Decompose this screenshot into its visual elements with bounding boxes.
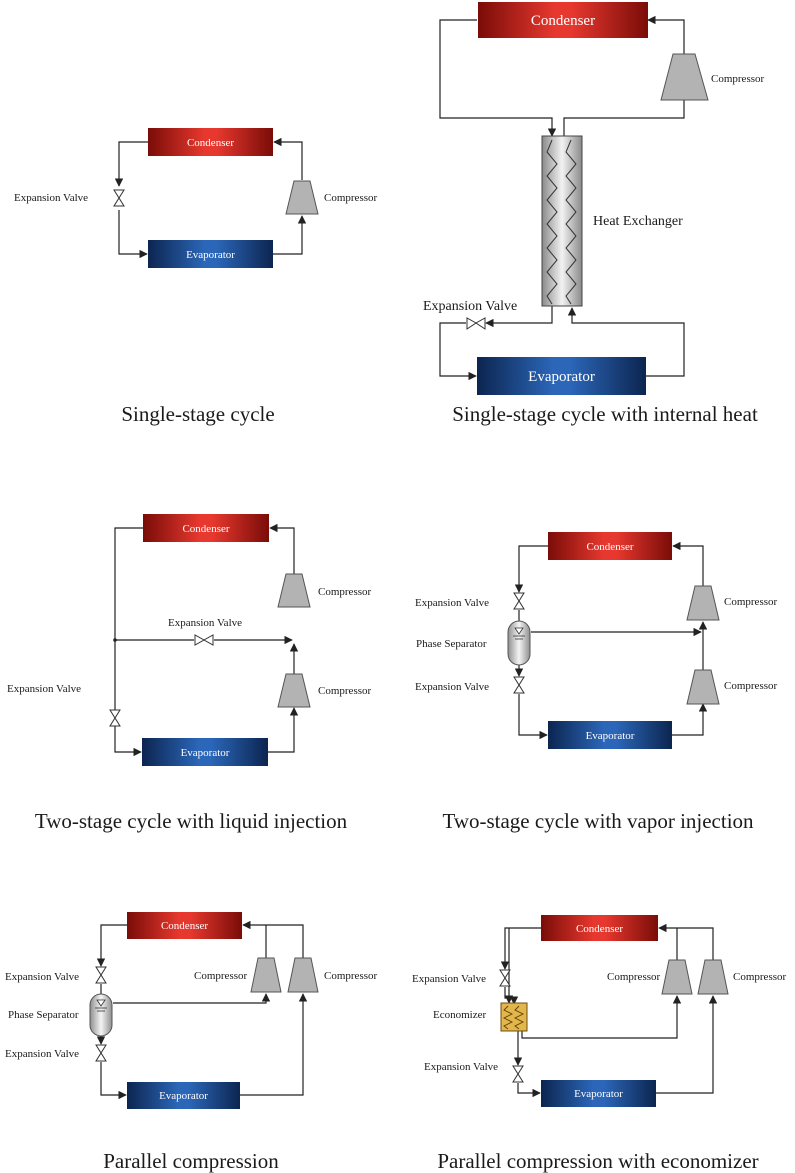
expansion-valve-label: Expansion Valve (14, 192, 88, 204)
heat-exchanger-icon (541, 135, 583, 307)
economizer-icon (500, 1002, 528, 1032)
condenser: Condenser (143, 514, 269, 542)
condenser-label: Condenser (187, 137, 234, 149)
evaporator: Evaporator (148, 240, 273, 268)
compressor-high-label: Compressor (318, 586, 372, 598)
expansion-valve-low-label: Expansion Valve (415, 681, 489, 693)
compressor-high-icon (686, 585, 720, 621)
evaporator-label: Evaporator (574, 1088, 623, 1100)
expansion-valve-main-label: Expansion Valve (7, 683, 81, 695)
condenser: Condenser (478, 2, 648, 38)
condenser-label: Condenser (161, 920, 208, 932)
condenser: Condenser (127, 912, 242, 939)
phase-separator-icon (507, 620, 531, 666)
expansion-valve-main-icon (109, 709, 121, 727)
condenser: Condenser (541, 915, 658, 941)
diagram-vapor-injection: Condenser Evaporator Compressor Compress… (415, 532, 778, 833)
caption-liquid-injection: Two-stage cycle with liquid injection (35, 809, 348, 833)
compressor-right-label: Compressor (733, 971, 787, 983)
compressor-left-label: Compressor (194, 970, 248, 982)
condenser-label: Condenser (576, 923, 623, 935)
evaporator: Evaporator (477, 357, 646, 395)
evaporator-label: Evaporator (181, 747, 230, 759)
evaporator-label: Evaporator (159, 1090, 208, 1102)
expansion-valve-high-icon (513, 592, 525, 610)
compressor-low-label: Compressor (724, 680, 778, 692)
expansion-valve-icon (466, 317, 486, 330)
evaporator: Evaporator (142, 738, 268, 766)
compressor-icon (285, 180, 319, 215)
caption-single-stage: Single-stage cycle (121, 402, 274, 426)
evaporator-label: Evaporator (528, 369, 595, 385)
diagram-liquid-injection: Condenser Evaporator Compressor Compress… (7, 514, 372, 833)
expansion-valve-high-label: Expansion Valve (5, 971, 79, 983)
caption-internal-heat: Single-stage cycle with internal heat (452, 402, 758, 426)
compressor-label: Compressor (711, 73, 765, 85)
expansion-valve-high-icon (95, 966, 107, 984)
compressor-left-icon (661, 959, 693, 995)
compressor-right-icon (287, 957, 319, 993)
phase-separator-label: Phase Separator (8, 1009, 79, 1021)
compressor-high-label: Compressor (724, 596, 778, 608)
evaporator: Evaporator (541, 1080, 656, 1107)
expansion-valve-low-label: Expansion Valve (5, 1048, 79, 1060)
compressor-low-icon (277, 673, 311, 708)
compressor-left-icon (250, 957, 282, 993)
phase-separator-label: Phase Separator (416, 638, 487, 650)
expansion-valve-low-icon (513, 676, 525, 694)
evaporator: Evaporator (127, 1082, 240, 1109)
diagram-parallel-economizer: Condenser Evaporator Compressor Compress… (412, 915, 787, 1173)
compressor-icon (660, 53, 709, 101)
expansion-valve-high-icon (499, 969, 511, 987)
expansion-valve-high-label: Expansion Valve (412, 973, 486, 985)
evaporator-label: Evaporator (586, 730, 635, 742)
caption-parallel-economizer: Parallel compression with economizer (437, 1149, 758, 1173)
compressor-low-label: Compressor (318, 685, 372, 697)
diagram-parallel-compression: Condenser Evaporator Compressor Compress… (5, 912, 378, 1173)
compressor-low-icon (686, 669, 720, 705)
expansion-valve-low-icon (512, 1065, 524, 1083)
evaporator-label: Evaporator (186, 249, 235, 261)
condenser-label: Condenser (531, 13, 595, 29)
evaporator: Evaporator (548, 721, 672, 749)
compressor-high-icon (277, 573, 311, 608)
compressor-label: Compressor (324, 192, 378, 204)
condenser-label: Condenser (586, 541, 633, 553)
condenser: Condenser (148, 128, 273, 156)
condenser: Condenser (548, 532, 672, 560)
expansion-valve-icon (113, 189, 125, 207)
economizer-label: Economizer (433, 1009, 486, 1021)
expansion-valve-low-label: Expansion Valve (424, 1061, 498, 1073)
compressor-right-label: Compressor (324, 970, 378, 982)
expansion-valve-label: Expansion Valve (423, 299, 517, 314)
expansion-valve-injection-icon (194, 634, 214, 646)
diagram-internal-heat: Condenser Evaporator Compressor Heat Exc… (423, 2, 765, 426)
caption-vapor-injection: Two-stage cycle with vapor injection (442, 809, 754, 833)
diagram-single-stage: Condenser Evaporator Compressor Expansio… (14, 128, 378, 426)
compressor-right-icon (697, 959, 729, 995)
expansion-valve-high-label: Expansion Valve (415, 597, 489, 609)
condenser-label: Condenser (182, 523, 229, 535)
heat-exchanger-label: Heat Exchanger (593, 214, 683, 229)
phase-separator-icon (89, 993, 113, 1037)
compressor-left-label: Compressor (607, 971, 661, 983)
caption-parallel-compression: Parallel compression (103, 1149, 279, 1173)
expansion-valve-injection-label: Expansion Valve (168, 617, 242, 629)
expansion-valve-low-icon (95, 1044, 107, 1062)
